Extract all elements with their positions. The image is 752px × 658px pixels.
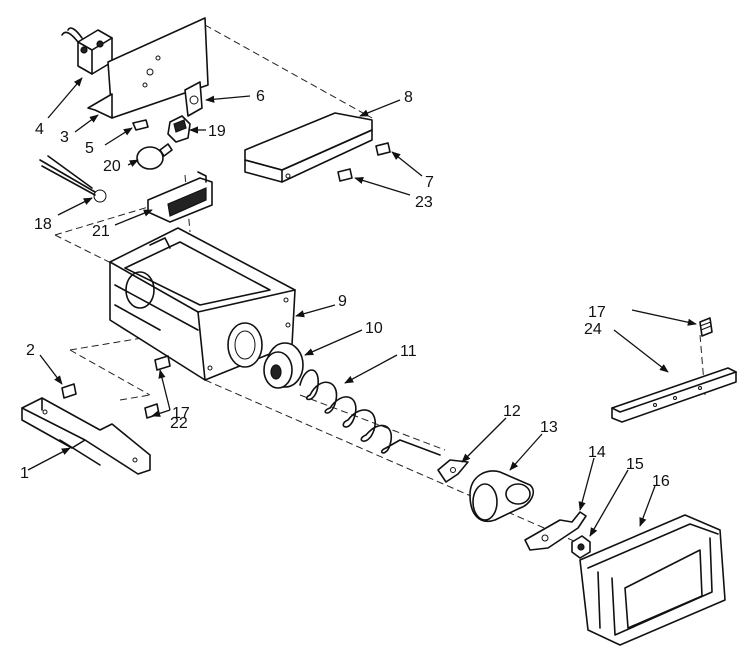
part-12-nut [437, 459, 469, 483]
part-23-screw [337, 168, 353, 182]
callout-13: 13 [540, 419, 558, 436]
part-17-screw-left [154, 355, 171, 371]
callout-2: 2 [26, 342, 35, 359]
part-11-auger-spring [299, 369, 441, 456]
callout-15: 15 [626, 456, 644, 473]
part-24-deflector [611, 367, 737, 423]
callout-labels: 1 2 3 4 5 6 7 8 9 10 11 12 13 14 15 16 1… [20, 88, 670, 490]
callout-17-left: 17 [172, 405, 190, 422]
callout-11: 11 [400, 343, 417, 360]
part-8-cover [244, 112, 373, 183]
part-7-screw [375, 142, 391, 156]
part-15-nut [571, 535, 591, 559]
leader-lines [27, 77, 697, 537]
part-14-bracket [524, 511, 587, 551]
callout-18: 18 [34, 216, 52, 233]
part-20-light-bulb [136, 143, 173, 170]
callout-3: 3 [60, 129, 69, 146]
part-4-motor [61, 27, 113, 75]
part-21-bracket [147, 171, 213, 223]
part-1-bracket [21, 397, 151, 475]
part-17-screw-right [699, 317, 713, 337]
part-13-crusher-housing [469, 470, 535, 522]
callout-9: 9 [338, 293, 347, 310]
callout-1: 1 [20, 465, 29, 482]
callout-24: 24 [584, 321, 602, 338]
callout-7: 7 [425, 174, 434, 191]
part-16-front-housing [579, 514, 726, 646]
callout-22: 22 [170, 415, 188, 432]
part-18-wire-harness [39, 155, 107, 203]
callout-19: 19 [208, 123, 226, 140]
callout-17-right: 17 [588, 304, 606, 321]
part-6-clip [184, 81, 203, 117]
part-10-bearing [263, 342, 304, 389]
part-3-mounting-plate [87, 17, 209, 119]
part-19-lamp-socket [167, 115, 191, 143]
callout-23: 23 [415, 194, 433, 211]
callout-14: 14 [588, 444, 606, 461]
callout-6: 6 [256, 88, 265, 105]
callout-21: 21 [92, 223, 110, 240]
part-5-screw [132, 119, 149, 131]
callout-20: 20 [103, 158, 121, 175]
callout-12: 12 [503, 403, 521, 420]
callout-8: 8 [404, 89, 413, 106]
callout-4: 4 [35, 121, 44, 138]
part-2-screw [61, 383, 77, 399]
callout-5: 5 [85, 140, 94, 157]
callout-16: 16 [652, 473, 670, 490]
callout-10: 10 [365, 320, 383, 337]
part-9-housing [109, 227, 296, 381]
